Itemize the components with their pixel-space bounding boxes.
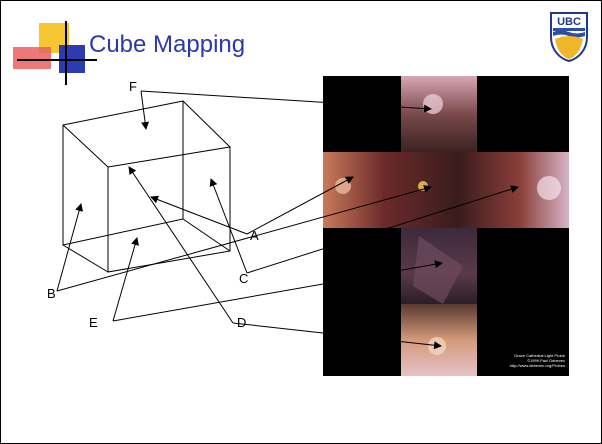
title-decoration [1, 1, 101, 101]
label-f: F [129, 79, 137, 94]
svg-text:UBC: UBC [557, 16, 581, 28]
image-credit: Grace Cathedral Light Probe ©1999 Paul D… [323, 353, 565, 439]
credit-line-3: http://www.debevec.org/Probes [509, 363, 565, 368]
cube-map-cross-image [323, 76, 569, 376]
slide-title: Cube Mapping [89, 31, 246, 58]
ubc-logo: UBC [550, 12, 588, 63]
credit-line-2: ©1999 Paul Debevec [527, 358, 565, 363]
label-b: B [47, 286, 56, 301]
label-c: C [239, 271, 249, 286]
credit-line-1: Grace Cathedral Light Probe [514, 353, 565, 358]
label-d: D [237, 315, 247, 330]
label-e: E [89, 315, 98, 330]
arrows [56, 90, 519, 350]
label-a: A [250, 228, 259, 243]
cube-wireframe [62, 100, 231, 273]
